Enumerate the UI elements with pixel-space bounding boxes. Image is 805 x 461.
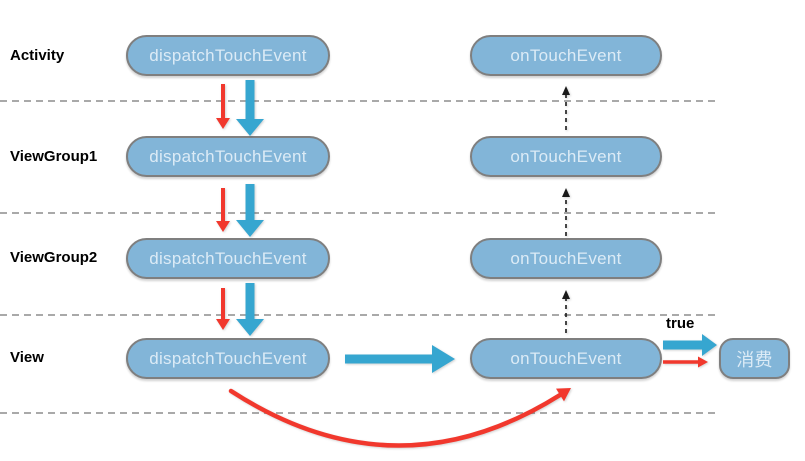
row-label-view: View xyxy=(10,349,44,366)
red-down-arrow-icon xyxy=(216,288,230,330)
true-red-right-arrow-icon xyxy=(663,356,708,368)
dashed-up-arrow-head-icon xyxy=(562,188,570,197)
pill-activity-dispatchtouchevent: dispatchTouchEvent xyxy=(126,35,330,76)
pill-activity-ontouchevent: onTouchEvent xyxy=(470,35,662,76)
dashed-up-arrow-head-icon xyxy=(562,86,570,95)
pill-viewgroup2-dispatchtouchevent: dispatchTouchEvent xyxy=(126,238,330,279)
pill-view-dispatchtouchevent: dispatchTouchEvent xyxy=(126,338,330,379)
lane-divider xyxy=(0,412,717,414)
row-label-viewgroup1: ViewGroup1 xyxy=(10,148,98,165)
lane-divider xyxy=(0,212,717,214)
pill-view-ontouchevent: onTouchEvent xyxy=(470,338,662,379)
blue-right-arrow-icon xyxy=(345,345,455,373)
pill-consume: 消费 xyxy=(719,338,790,379)
blue-down-arrow-icon xyxy=(236,184,264,237)
pill-viewgroup1-ontouchevent: onTouchEvent xyxy=(470,136,662,177)
pill-viewgroup2-ontouchevent: onTouchEvent xyxy=(470,238,662,279)
row-label-viewgroup2: ViewGroup2 xyxy=(10,249,98,266)
red-curve-arrow-icon xyxy=(228,388,563,448)
red-down-arrow-icon xyxy=(216,84,230,129)
blue-down-arrow-icon xyxy=(236,283,264,336)
row-label-activity: Activity xyxy=(10,47,65,64)
pill-viewgroup1-dispatchtouchevent: dispatchTouchEvent xyxy=(126,136,330,177)
true-return-label: true xyxy=(666,315,695,332)
lane-divider xyxy=(0,314,717,316)
lane-divider xyxy=(0,100,717,102)
dashed-up-arrow-head-icon xyxy=(562,290,570,299)
red-curve-arrow-head-icon xyxy=(556,388,571,402)
true-blue-right-arrow-icon xyxy=(663,334,717,356)
blue-down-arrow-icon xyxy=(236,80,264,136)
red-down-arrow-icon xyxy=(216,188,230,232)
